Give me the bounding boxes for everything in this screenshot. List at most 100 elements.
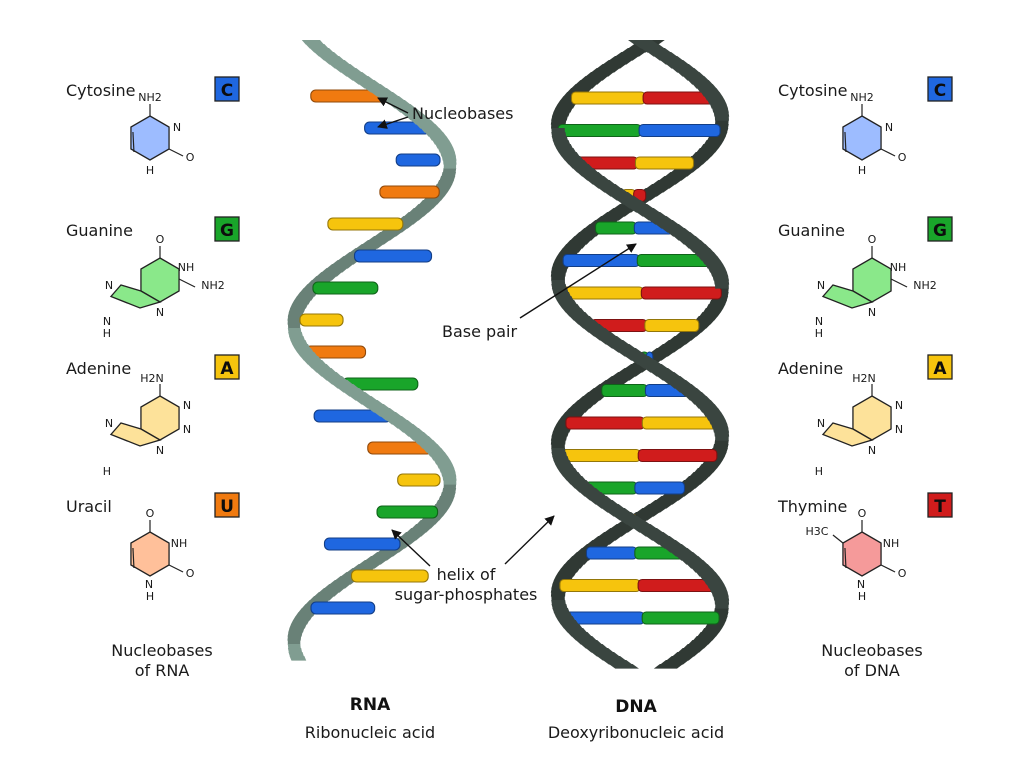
atom-label: N — [817, 279, 825, 292]
atom-label: N — [105, 417, 113, 430]
base-letter-box — [927, 492, 953, 518]
bond — [168, 564, 184, 573]
rna-base-adenine — [327, 217, 404, 231]
rna-base-cytosine — [310, 601, 376, 615]
rna-base-cytosine — [353, 249, 433, 263]
atom-label: N — [868, 306, 876, 319]
dna-strand-1-front — [551, 40, 730, 669]
dna-base-adenine — [559, 448, 641, 463]
atom-label: O — [898, 151, 907, 164]
atom-label: H — [858, 164, 866, 177]
bond — [832, 534, 844, 544]
base-letter: C — [934, 81, 946, 101]
dna-strand-2-front — [551, 128, 730, 609]
bond — [890, 278, 908, 288]
atom-label: N — [895, 423, 903, 436]
rna-base-adenine — [350, 569, 429, 583]
atom-label: NH2 — [138, 91, 162, 104]
base-letter-box — [927, 216, 953, 242]
double-bond — [844, 547, 847, 569]
base-name: Guanine — [778, 221, 845, 240]
base-name: Thymine — [777, 497, 847, 516]
pyrimidine-ring — [130, 531, 170, 577]
dna-base-adenine — [644, 318, 700, 333]
atom-label: NH2 — [201, 279, 225, 292]
atom-label: NH — [171, 537, 188, 550]
dna-base-guanine — [641, 611, 720, 625]
dna-base-cytosine — [638, 123, 721, 138]
atom-label: NH2 — [850, 91, 874, 104]
dna-strand-1-back — [550, 120, 729, 601]
purine-five-ring — [821, 284, 874, 309]
dna-base-adenine — [641, 416, 720, 430]
atom-label: O — [898, 567, 907, 580]
base-pair-label: Base pair — [442, 322, 517, 341]
atom-label: N — [156, 306, 164, 319]
atom-label: O — [146, 507, 155, 520]
atom-label: N — [105, 279, 113, 292]
dna-base-thymine — [640, 286, 722, 300]
pyrimidine-ring — [842, 115, 882, 161]
atom-label: N — [815, 315, 823, 328]
atom-label: NH — [890, 261, 907, 274]
atom-label: N — [173, 121, 181, 134]
base-letter: G — [933, 221, 947, 241]
rna-base-guanine — [376, 505, 439, 519]
base-letter-box — [214, 216, 240, 242]
dna-backbone-back — [550, 40, 729, 669]
atom-label: N — [885, 121, 893, 134]
nucleobases-arrow-1 — [377, 97, 409, 114]
base-letter: A — [220, 359, 234, 379]
atom-label: O — [868, 233, 877, 246]
base-letter: A — [933, 359, 947, 379]
atom-label: N — [183, 399, 191, 412]
bond — [880, 148, 896, 157]
base-name: Cytosine — [66, 81, 135, 100]
pyrimidine-ring — [842, 531, 882, 577]
atom-label: H — [815, 327, 823, 340]
panel-caption-line: of RNA — [135, 661, 190, 680]
base-name: Guanine — [66, 221, 133, 240]
panel-caption-line: of DNA — [844, 661, 900, 680]
dna-base-cytosine — [585, 546, 638, 560]
base-letter-box — [927, 354, 953, 380]
atom-label: H — [103, 327, 111, 340]
atom-label: NH — [883, 537, 900, 550]
rna-helix — [287, 40, 457, 661]
helix-label-line2: sugar-phosphates — [395, 585, 538, 604]
atom-label: N — [145, 578, 153, 591]
purine-five-ring — [109, 284, 162, 309]
base-pair-arrow — [519, 243, 637, 319]
dna-title: DNA — [615, 697, 657, 717]
atom-label: N — [103, 315, 111, 328]
atom-label: O — [186, 567, 195, 580]
purine-five-ring — [821, 422, 874, 447]
atom-label: N — [183, 423, 191, 436]
dna-backbone-front — [551, 40, 730, 669]
dna-base-guanine — [557, 123, 642, 138]
double-bond — [132, 547, 135, 569]
double-bond — [132, 131, 135, 153]
bond — [178, 278, 196, 288]
base-name: Adenine — [66, 359, 131, 378]
atom-label: O — [858, 507, 867, 520]
base-letter: U — [220, 497, 234, 517]
atom-label: N — [817, 417, 825, 430]
nucleobases-label: Nucleobases — [412, 104, 513, 123]
atom-label: N — [857, 578, 865, 591]
rna-base-cytosine — [395, 153, 441, 167]
purine-five-ring — [109, 422, 162, 447]
annotations: Nucleobases Base pair helix of sugar-pho… — [305, 97, 724, 742]
dna-base-adenine — [559, 578, 641, 593]
